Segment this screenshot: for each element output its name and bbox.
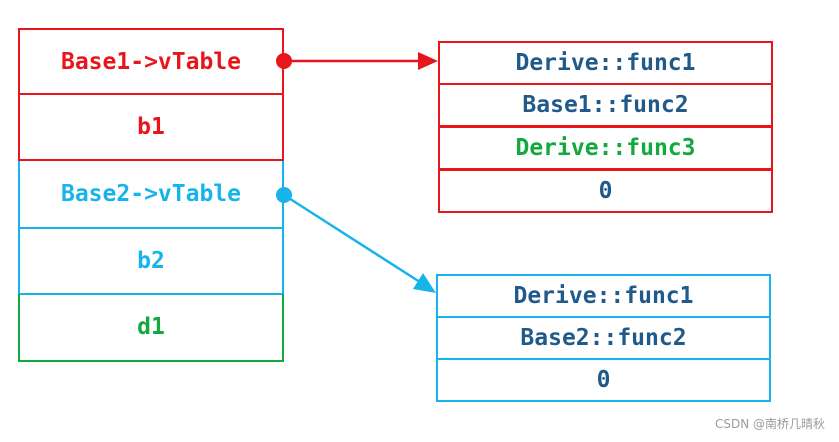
base1-vtable-entry: Base1::func2	[438, 83, 773, 127]
base2-vtable-entry: Derive::func1	[436, 274, 771, 318]
base2-vptr-arrow	[276, 187, 436, 293]
b1-member-cell: b1	[18, 93, 284, 161]
base2-vtable-pointer-cell: Base2->vTable	[18, 161, 284, 227]
d1-member-cell: d1	[18, 294, 284, 362]
base1-vtable-pointer-cell: Base1->vTable	[18, 28, 284, 95]
b2-member-cell: b2	[18, 227, 284, 295]
base1-vtable-entry: Derive::func3	[438, 126, 773, 170]
base1-vptr-arrow	[276, 52, 438, 70]
base1-vtable-entry: Derive::func1	[438, 41, 773, 85]
base2-vtable-entry: 0	[436, 358, 771, 402]
watermark: CSDN @南桥几晴秋	[714, 417, 825, 431]
base2-vtable-entry: Base2::func2	[436, 316, 771, 360]
base1-vtable-entry: 0	[438, 169, 773, 213]
